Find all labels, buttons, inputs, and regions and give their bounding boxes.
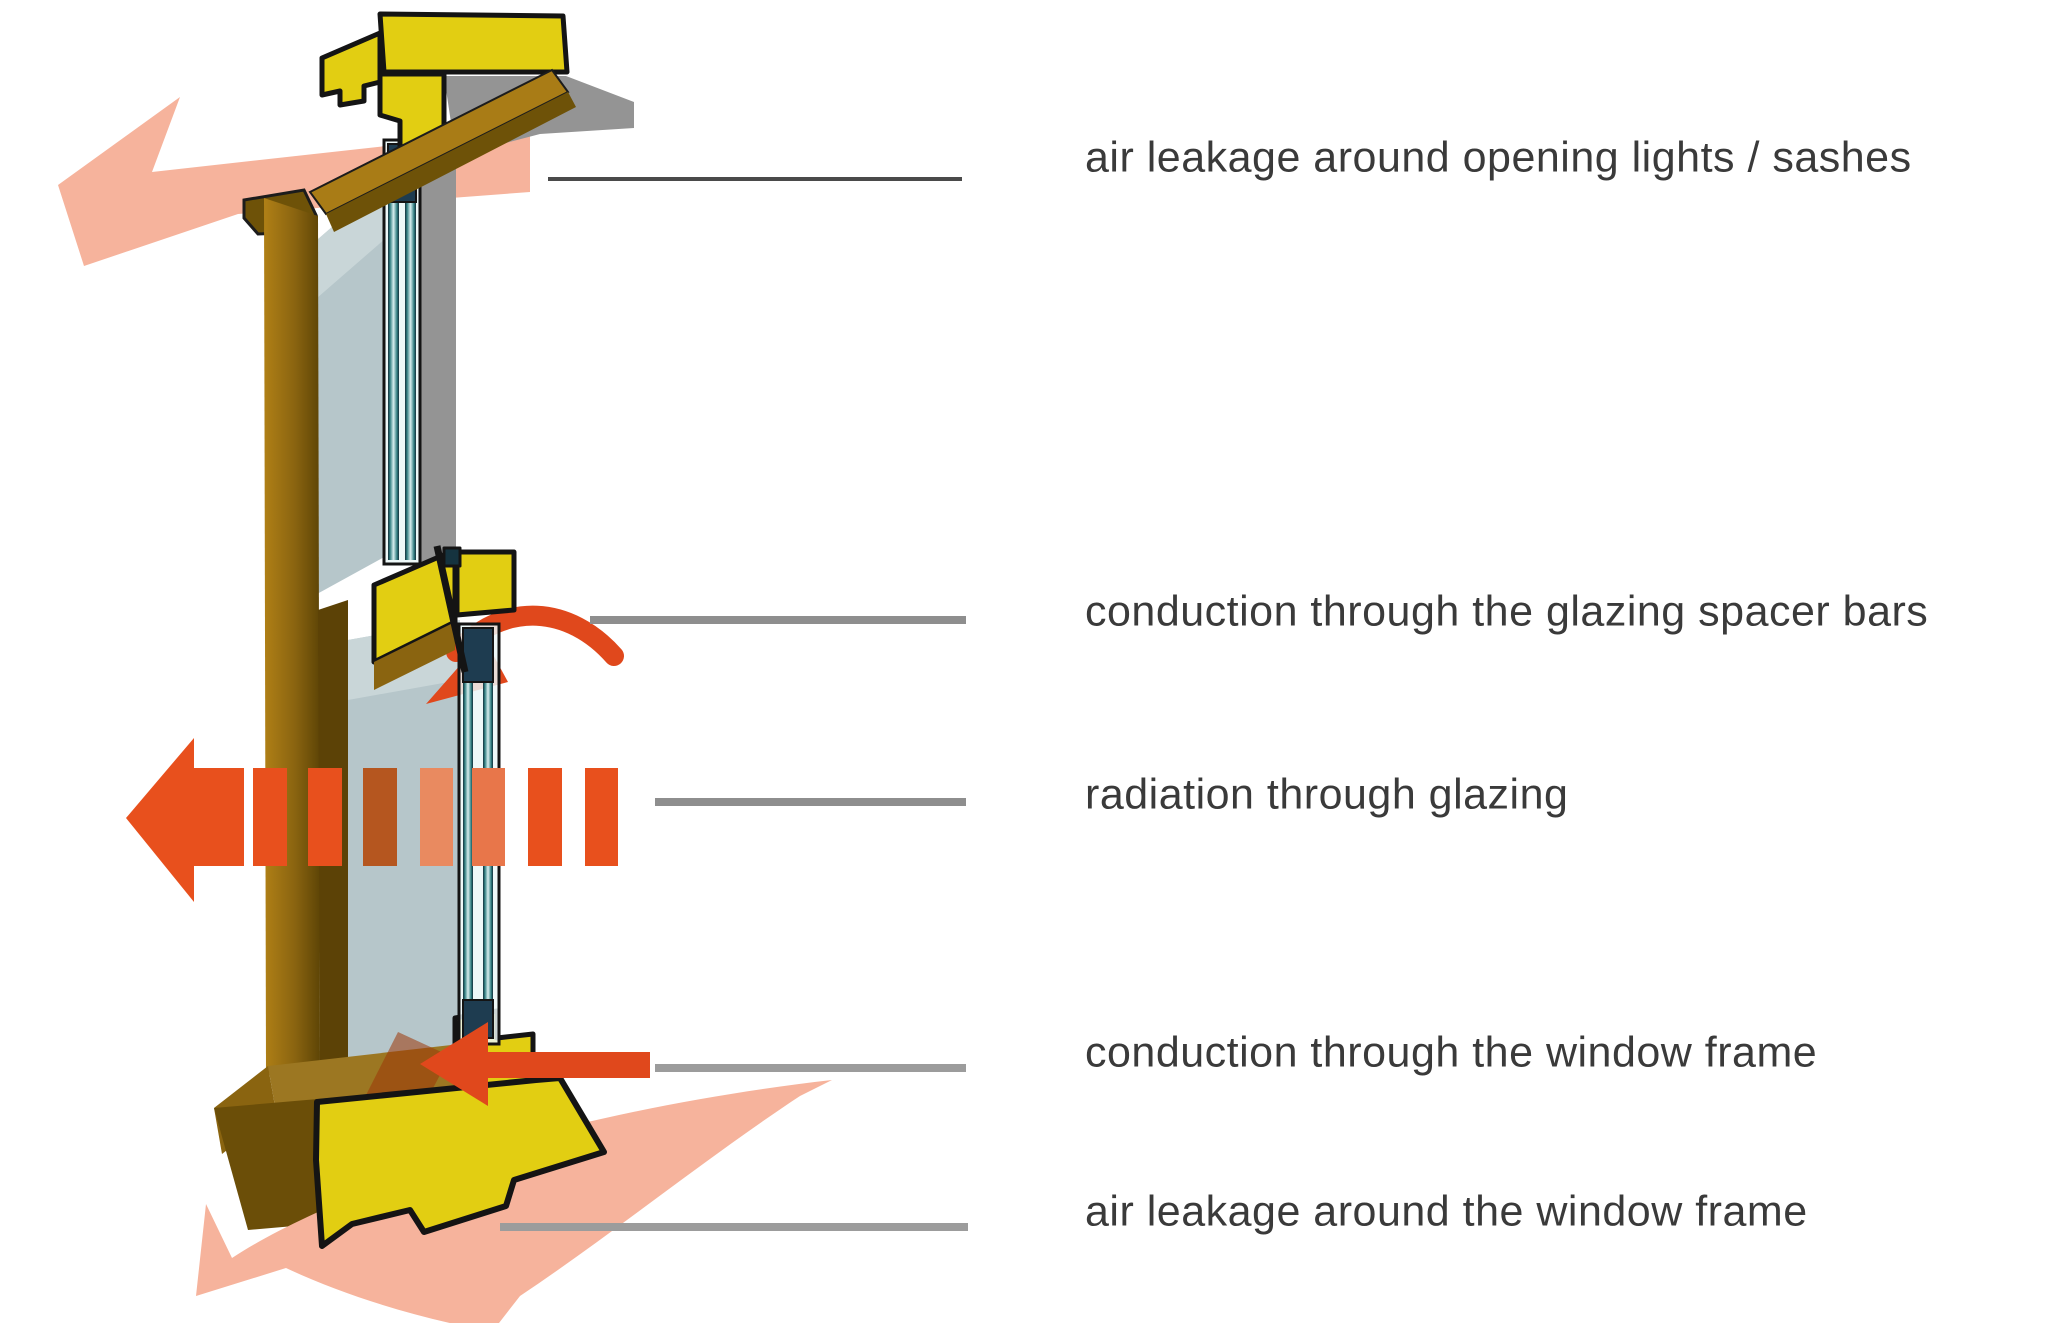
label-radiation: radiation through glazing bbox=[1085, 770, 1569, 819]
label-spacer-conduction: conduction through the glazing spacer ba… bbox=[1085, 587, 1929, 636]
leader-lines bbox=[500, 177, 968, 1231]
label-frame-conduction: conduction through the window frame bbox=[1085, 1028, 1818, 1077]
sash-junction-line bbox=[433, 545, 469, 673]
label-air-leakage-sashes: air leakage around opening lights / sash… bbox=[1085, 133, 1912, 182]
sill-cut-profile bbox=[313, 1075, 607, 1249]
meeting-rails bbox=[371, 546, 517, 665]
upper-glass-face bbox=[317, 180, 386, 594]
frame-conduction-arrow-icon bbox=[420, 1022, 650, 1106]
label-air-leakage-frame: air leakage around the window frame bbox=[1085, 1187, 1808, 1236]
lower-spacer-bar-top bbox=[462, 627, 494, 683]
head-board bbox=[377, 11, 570, 75]
radiation-arrow-icon bbox=[126, 738, 618, 902]
head-l-profile bbox=[319, 30, 383, 108]
upper-glazing-unit bbox=[382, 138, 422, 566]
meeting-rail-shadow bbox=[374, 622, 455, 690]
air-leakage-bottom-arrow-icon bbox=[196, 1080, 832, 1323]
air-leakage-top-arrow-icon bbox=[58, 97, 530, 266]
